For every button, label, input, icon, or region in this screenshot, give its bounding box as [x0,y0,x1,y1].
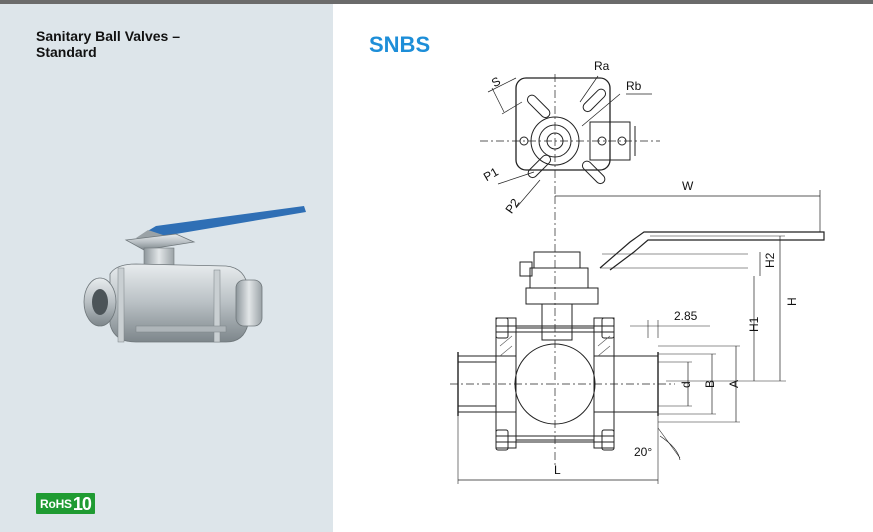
label-l: L [554,463,561,477]
product-code: SNBS [369,32,431,57]
label-a: A [727,380,741,388]
label-p1: P1 [481,164,501,184]
category-title: Sanitary Ball Valves – Standard [36,28,180,60]
label-angle: 20° [634,445,652,459]
sidebar: Sanitary Ball Valves – Standard [0,4,333,532]
dimension-drawing: S Ra Rb P1 P2 W H2 H H1 2.85 d B A 20° L [450,59,825,484]
rohs-badge: RoHS 10 [36,493,95,514]
rohs-label: RoHS [40,496,72,511]
ball-valve-photo [83,206,306,343]
label-h2: H2 [763,252,777,268]
label-rb: Rb [626,79,642,93]
label-p2: P2 [502,196,522,216]
label-b: B [703,380,717,388]
label-2-85: 2.85 [674,309,698,323]
label-w: W [682,179,694,193]
label-d: d [679,381,693,388]
label-h1: H1 [747,316,761,332]
label-ra: Ra [594,59,610,73]
top-rule [0,0,873,4]
label-s: S [489,74,503,90]
label-h: H [785,297,799,306]
rohs-number: 10 [72,493,92,514]
